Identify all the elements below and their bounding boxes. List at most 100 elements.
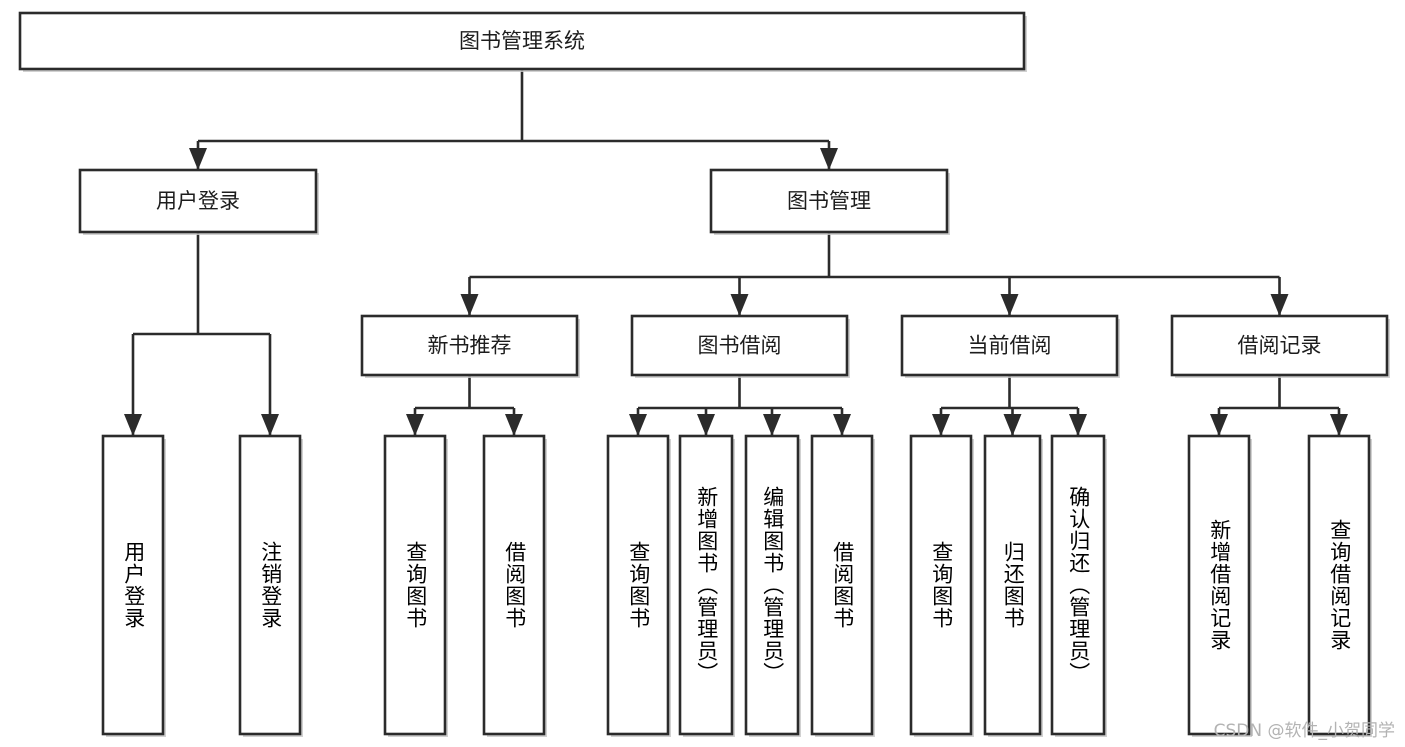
node-label-container: 新增借阅记录 <box>1207 519 1232 651</box>
arrow-head-icon <box>629 414 647 436</box>
node-box[interactable] <box>1187 434 1251 736</box>
arrow-head-icon <box>261 414 279 436</box>
node-box[interactable] <box>1170 314 1389 377</box>
arrow-head-icon <box>124 414 142 436</box>
edge-layer <box>124 69 1348 436</box>
node-label: 新增图书（管理员） <box>694 486 719 684</box>
node-book-manage[interactable]: 图书管理 <box>709 168 950 235</box>
arrow-head-icon <box>1330 414 1348 436</box>
node-label: 查询图书 <box>626 541 651 629</box>
node-label-container: 借阅图书 <box>502 541 527 629</box>
node-label: 用户登录 <box>156 189 240 213</box>
node-label: 新书推荐 <box>428 334 512 358</box>
node-leaf-add-record[interactable]: 新增借阅记录 <box>1187 434 1252 737</box>
arrow-head-icon <box>763 414 781 436</box>
node-label: 查询借阅记录 <box>1327 519 1352 651</box>
node-current-borrow[interactable]: 当前借阅 <box>900 314 1120 378</box>
arrow-head-icon <box>189 148 207 170</box>
node-new-book-rec[interactable]: 新书推荐 <box>360 314 580 378</box>
node-label-container: 新增图书（管理员） <box>694 486 719 684</box>
arrow-head-icon <box>1003 414 1022 436</box>
node-leaf-return-book[interactable]: 归还图书 <box>983 434 1043 737</box>
node-label: 归还图书 <box>1001 541 1026 629</box>
node-layer: 图书管理系统用户登录图书管理新书推荐图书借阅当前借阅借阅记录用户登录注销登录查询… <box>18 11 1390 737</box>
node-root[interactable]: 图书管理系统 <box>18 11 1027 72</box>
node-box[interactable] <box>1050 434 1106 736</box>
node-leaf-query-book-2[interactable]: 查询图书 <box>606 434 671 737</box>
node-box[interactable] <box>900 314 1119 377</box>
node-label-container: 查询图书 <box>403 541 428 629</box>
node-label: 图书管理 <box>787 189 871 213</box>
node-leaf-query-book-1[interactable]: 查询图书 <box>383 434 448 737</box>
node-label: 编辑图书（管理员） <box>760 486 785 684</box>
node-label-container: 编辑图书（管理员） <box>760 486 785 684</box>
node-label-container: 归还图书 <box>1001 541 1026 629</box>
edge-group-book-borrow <box>629 375 851 436</box>
node-box[interactable] <box>744 434 800 736</box>
node-box[interactable] <box>1307 434 1371 736</box>
node-label: 借阅图书 <box>502 541 527 629</box>
node-label: 查询图书 <box>929 541 954 629</box>
node-borrow-record[interactable]: 借阅记录 <box>1170 314 1390 378</box>
arrow-head-icon <box>730 294 749 316</box>
node-leaf-logout[interactable]: 注销登录 <box>238 434 303 737</box>
node-label-container: 查询图书 <box>626 541 651 629</box>
watermark-text: CSDN @软件_小贺同学 <box>1213 721 1395 741</box>
edge-group-user-login <box>124 232 279 436</box>
arrow-head-icon <box>697 414 715 436</box>
node-label-container: 用户登录 <box>121 541 146 629</box>
arrow-head-icon <box>505 414 523 436</box>
node-label: 图书借阅 <box>698 334 782 358</box>
arrow-head-icon <box>1210 414 1228 436</box>
node-box[interactable] <box>630 314 849 377</box>
node-box[interactable] <box>78 168 318 234</box>
node-label: 当前借阅 <box>968 334 1052 358</box>
arrow-head-icon <box>406 414 424 436</box>
node-leaf-add-book[interactable]: 新增图书（管理员） <box>678 434 735 737</box>
node-label-container: 查询借阅记录 <box>1327 519 1352 651</box>
arrow-head-icon <box>1000 294 1019 316</box>
arrow-head-icon <box>460 294 479 316</box>
node-leaf-borrow-book-2[interactable]: 借阅图书 <box>810 434 875 737</box>
arrow-head-icon <box>932 414 950 436</box>
arrow-head-icon <box>1069 414 1087 436</box>
edge-group-root <box>189 69 838 170</box>
node-label-container: 确认归还（管理员） <box>1066 486 1091 684</box>
node-label-container: 借阅图书 <box>830 541 855 629</box>
node-box[interactable] <box>101 434 165 736</box>
node-box[interactable] <box>238 434 302 736</box>
node-label: 注销登录 <box>258 541 283 629</box>
node-box[interactable] <box>18 11 1026 71</box>
node-box[interactable] <box>360 314 579 377</box>
node-label: 新增借阅记录 <box>1207 519 1232 651</box>
node-box[interactable] <box>482 434 546 736</box>
node-leaf-user-login[interactable]: 用户登录 <box>101 434 166 737</box>
node-label: 借阅记录 <box>1238 334 1322 358</box>
node-box[interactable] <box>709 168 949 234</box>
node-label: 查询图书 <box>403 541 428 629</box>
node-box[interactable] <box>678 434 734 736</box>
node-label: 借阅图书 <box>830 541 855 629</box>
node-box[interactable] <box>383 434 447 736</box>
node-box[interactable] <box>909 434 973 736</box>
node-leaf-query-record[interactable]: 查询借阅记录 <box>1307 434 1372 737</box>
node-label: 用户登录 <box>121 541 146 629</box>
node-book-borrow[interactable]: 图书借阅 <box>630 314 850 378</box>
node-box[interactable] <box>606 434 670 736</box>
node-label: 确认归还（管理员） <box>1066 486 1091 684</box>
node-leaf-borrow-book-1[interactable]: 借阅图书 <box>482 434 547 737</box>
node-box[interactable] <box>983 434 1042 736</box>
node-box[interactable] <box>810 434 874 736</box>
arrow-head-icon <box>1270 294 1289 316</box>
edge-group-new-book-rec <box>406 375 523 436</box>
node-user-login[interactable]: 用户登录 <box>78 168 319 235</box>
node-leaf-confirm-return[interactable]: 确认归还（管理员） <box>1050 434 1107 737</box>
node-label-container: 注销登录 <box>258 541 283 629</box>
node-leaf-edit-book[interactable]: 编辑图书（管理员） <box>744 434 801 737</box>
node-leaf-query-book-3[interactable]: 查询图书 <box>909 434 974 737</box>
arrow-head-icon <box>820 148 838 170</box>
node-label-container: 查询图书 <box>929 541 954 629</box>
edge-group-book-manage <box>460 232 1289 316</box>
arrow-head-icon <box>833 414 851 436</box>
